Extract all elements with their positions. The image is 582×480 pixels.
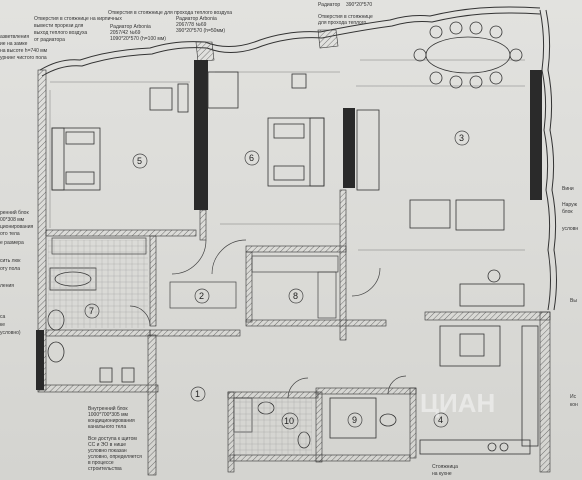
note-top-left-1: Отверстия в стояжнице на кирпичных [34, 16, 122, 22]
note-left-4: урнинг чистого пола [0, 55, 47, 61]
note-left-12: ления [0, 283, 14, 289]
note-right-7: кон [570, 402, 578, 408]
doors [129, 239, 407, 399]
room-number-6: 6 [249, 153, 254, 163]
note-right-3: блок [562, 209, 573, 215]
note-left-13: са [0, 314, 6, 320]
note-mid-left-2: 1000*700*305 мм [88, 412, 129, 418]
note-right-6: Ис [570, 394, 577, 400]
note-top-right-2: для прохода теплого [318, 20, 367, 26]
room-number-5: 5 [137, 156, 142, 166]
room-number-8: 8 [293, 291, 298, 301]
note-top-mid-4: 1090*20*570 (h=100 мм) [110, 36, 166, 42]
note-right-2: Наруж [562, 202, 578, 208]
note-left-3: на высоте h=740 мм [0, 48, 48, 54]
note-top-right-1: Отверстия в стояжнице [318, 14, 373, 20]
note-left-14: ке [0, 322, 5, 328]
note-right-1: Вини [562, 186, 574, 192]
wardrobes [51, 237, 339, 319]
note-left-7: ционирования [0, 224, 33, 230]
note-top-left-2: вывести прорези для [34, 23, 84, 29]
note-top-mid-1: Отверстия в стояжнице для прохода теплог… [108, 10, 232, 16]
room-labels: 5 6 3 2 8 7 1 4 10 9 [84, 130, 470, 430]
note-right-4: условн [562, 226, 578, 232]
facade-top [39, 6, 541, 77]
note-top-left-3: выход теплого воздуха [34, 30, 87, 36]
note-mid-left-1: Внутренний блок [88, 405, 128, 412]
note-top-mid-5: Радиатор Arbonia [176, 16, 217, 22]
note-left-2: ие на замке [0, 41, 28, 47]
note-mid-left-3: кондиционирования [88, 418, 135, 424]
note-mid-left-7: условно показан [88, 448, 127, 454]
note-mid-left-6: СС и ЭО в нише [88, 442, 126, 448]
note-mid-left-9: в процессе [88, 460, 114, 466]
note-left-15: условно) [0, 330, 21, 336]
note-top-right-4: 390*20*570 [346, 2, 372, 8]
room-number-3: 3 [459, 133, 464, 143]
note-bottom-1: Стояжница [432, 464, 458, 470]
note-bottom-2: на кухне [432, 471, 452, 477]
bedroom-6-furniture [207, 71, 325, 187]
note-right-5: Вы [570, 298, 577, 304]
room-number-1: 1 [195, 389, 200, 399]
note-mid-left-4: канального тела [88, 424, 126, 430]
note-left-11: оту пола [0, 266, 20, 272]
room-number-9: 9 [352, 415, 357, 425]
living-3-furniture [356, 21, 525, 307]
note-top-mid-7: 390*20*570 (h=50мм) [176, 28, 225, 34]
interior-walls [45, 189, 417, 473]
room-number-7: 7 [89, 306, 94, 316]
note-top-mid-2: Радиатор Arbonia [110, 24, 151, 30]
watermark: ЦИАН [420, 388, 495, 418]
columns [36, 60, 542, 390]
note-left-9: е размера [0, 240, 24, 246]
note-left-6: 00*308 мм [0, 217, 25, 223]
note-left-8: ото тела [0, 231, 20, 237]
bedroom-5-furniture [51, 83, 189, 191]
facade-right [539, 9, 557, 311]
note-mid-left-8: условно, определяется [88, 454, 142, 460]
note-top-left-4: от радиатора [34, 37, 65, 43]
note-left-1: азветвления [0, 34, 29, 40]
note-left-10: сить люк [0, 258, 21, 264]
bathroom-9-10-fixtures [233, 397, 397, 454]
room-number-4: 4 [438, 415, 443, 425]
note-top-mid-3: 2057/42 №69 [110, 30, 141, 36]
bathroom-7-fixtures [47, 240, 148, 383]
note-left-5: ренний блок [0, 209, 29, 216]
kitchen-4-furniture [419, 325, 539, 455]
note-mid-left-10: строительства [88, 466, 122, 472]
note-top-right-3: Радиатор [318, 2, 340, 8]
exterior-walls [37, 69, 551, 476]
room-number-10: 10 [284, 416, 294, 426]
room-number-2: 2 [199, 291, 204, 301]
dimension-lines [49, 59, 525, 251]
note-mid-left-5: Все доступа к щитом [88, 436, 137, 442]
note-top-mid-6: 2067/78 №69 [176, 22, 207, 28]
